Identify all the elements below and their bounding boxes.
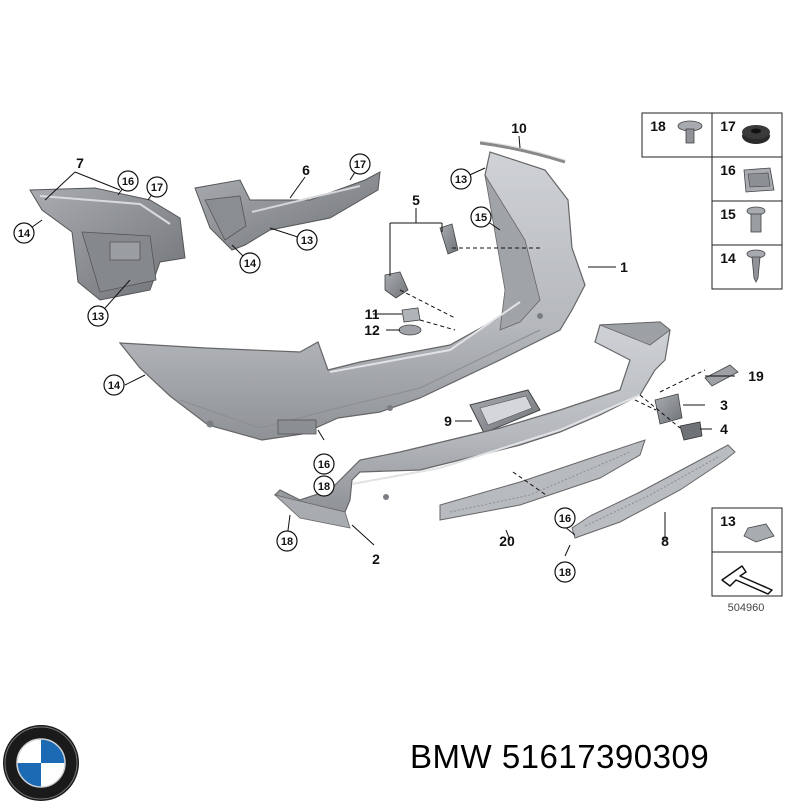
label-20: 20 [499,533,515,549]
label-1: 1 [620,259,628,275]
label-2: 2 [372,551,380,567]
brand-part-number: BMW 51617390309 [410,738,710,775]
part-5-clips [384,223,459,299]
part-1-bumper-cover [118,151,586,441]
part-7-bracket [29,187,186,301]
screw-15-icon [746,206,766,233]
diagram-code: 504960 [728,602,765,614]
label-10: 10 [511,120,527,136]
screw-14-icon [746,249,766,283]
label-4: 4 [720,421,728,437]
part-8-lower-grille [571,444,736,539]
bubble-18-a: 18 [318,481,330,493]
label-9: 9 [444,413,452,429]
callout-bubbles [13,153,576,583]
bubble-14-a: 14 [18,228,31,240]
bubble-15: 15 [475,212,487,224]
bubble-16-b: 16 [318,459,330,471]
nut-16-icon [743,167,775,193]
label-5: 5 [412,192,420,208]
nut-13-icon [743,523,775,543]
bubble-17-b: 17 [354,159,366,171]
part-3-cover [654,393,683,425]
part-4-bracket [679,421,703,441]
label-12: 12 [364,322,380,338]
inset-label-15: 15 [720,206,736,222]
label-8: 8 [661,533,669,549]
dashed-guides [399,247,706,496]
bubble-16-a: 16 [122,176,134,188]
inset-label-18: 18 [650,118,666,134]
bubble-13-c: 13 [455,174,467,186]
grommet-17-icon [742,125,770,144]
part-9-plate-bracket [469,389,541,434]
part-11-clip [401,307,421,323]
arrow-symbol-icon [721,565,773,595]
inset-label-17: 17 [720,118,736,134]
part-10-strip [479,141,566,164]
bubble-16-c: 16 [559,513,571,525]
part-2-diffuser [273,321,671,529]
bubble-13-b: 13 [301,235,313,247]
part-12-clip [398,324,422,336]
bmw-logo-icon [3,725,79,801]
fastener-insets [641,112,783,597]
label-7: 7 [76,155,84,171]
label-6: 6 [302,162,310,178]
bubble-14-b: 14 [244,258,257,270]
bubble-14-c: 14 [108,380,121,392]
label-3: 3 [720,397,728,413]
bubble-13-a: 13 [92,311,104,323]
bubble-17-a: 17 [151,182,163,194]
part-6-bracket [194,171,381,251]
inset-label-14: 14 [720,250,736,266]
inset-label-13: 13 [720,513,736,529]
label-11: 11 [365,306,380,322]
bubble-18-c: 18 [559,567,571,579]
inset-label-16: 16 [720,162,736,178]
clip-18-icon [677,120,703,144]
label-19: 19 [748,368,764,384]
bubble-18-b: 18 [281,536,293,548]
part-20-grille [439,439,646,521]
part-10-strip-highlight [479,140,566,161]
